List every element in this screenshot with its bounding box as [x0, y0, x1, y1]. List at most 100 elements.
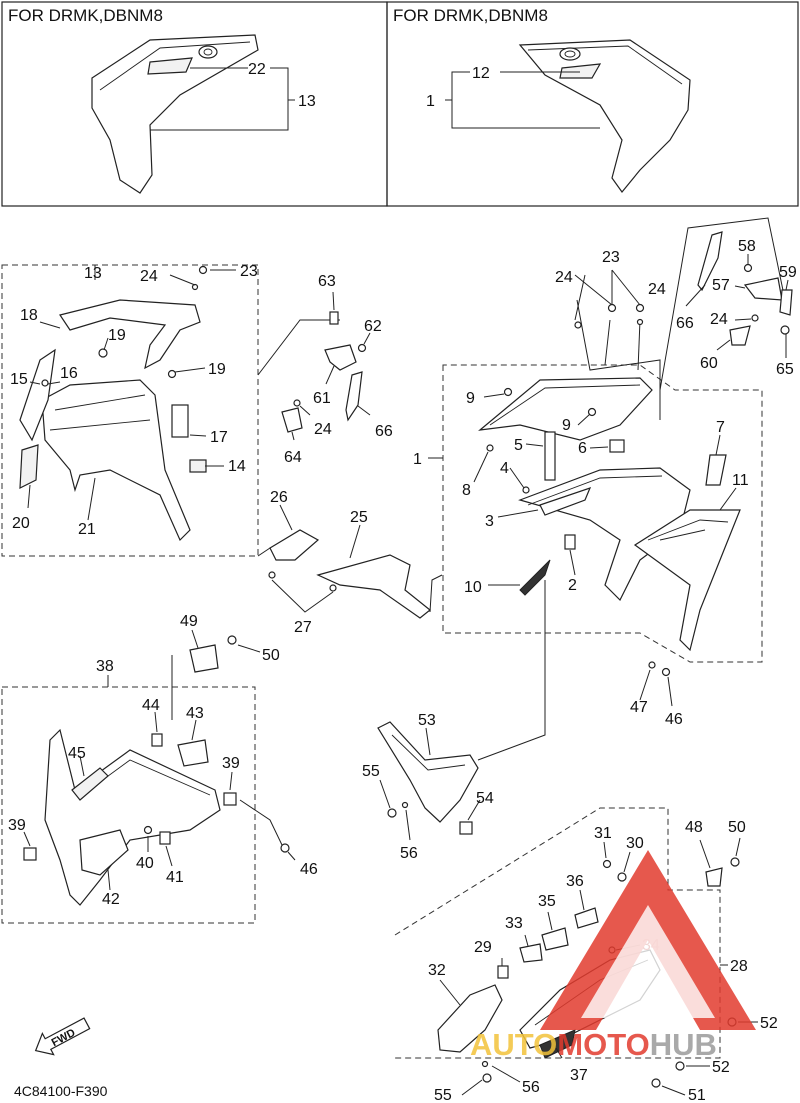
bracket-48 [705, 867, 723, 887]
part-4 [522, 486, 530, 494]
bolt-46b [280, 843, 290, 853]
callout-6: 6 [578, 440, 587, 457]
screw-23a [198, 265, 208, 275]
bolt-50b [730, 857, 740, 867]
callout-24d: 24 [648, 281, 666, 298]
callout-14: 14 [228, 458, 246, 475]
callout-8: 8 [462, 482, 471, 499]
callout-38: 38 [96, 658, 114, 675]
washer-40 [143, 825, 153, 835]
clip-29 [497, 965, 509, 979]
bolt-62 [357, 343, 367, 353]
washer-56b [481, 1060, 489, 1068]
callout-31: 31 [594, 825, 612, 842]
part-2 [564, 534, 576, 550]
decal-37 [539, 1029, 576, 1059]
bolt-30 [617, 872, 627, 882]
center-panel-group: 53 55 54 56 [362, 580, 546, 862]
callout-46a: 46 [665, 711, 683, 728]
washer-24a [191, 283, 199, 291]
callout-25: 25 [350, 509, 368, 526]
callout-54: 54 [476, 790, 494, 807]
under-panel-53 [377, 721, 479, 823]
callout-7: 7 [716, 419, 725, 436]
bracket-26 [269, 529, 320, 561]
callout-20: 20 [12, 515, 30, 532]
callout-39b: 39 [8, 817, 26, 834]
callout-61: 61 [313, 390, 331, 407]
decal-20 [19, 444, 39, 489]
part-17 [171, 404, 189, 438]
top-right-bracket-group: 58 59 57 66 24 60 65 [659, 217, 797, 391]
callout-50b: 50 [728, 819, 746, 836]
fastener-27a [268, 571, 276, 579]
callout-24a: 24 [140, 268, 158, 285]
bolt-8 [486, 444, 494, 452]
callout-24b: 24 [314, 421, 332, 438]
nut-16 [41, 379, 49, 387]
part-43 [177, 739, 209, 767]
inner-strip [19, 348, 56, 442]
callout-13: 13 [84, 265, 102, 282]
callout-2: 2 [568, 577, 577, 594]
bolt-55a [387, 808, 397, 818]
washer-56a [401, 801, 409, 809]
side-cowl-variant-left [91, 34, 259, 194]
part-3 [539, 487, 592, 516]
screw-23c [635, 303, 645, 313]
part-35 [541, 927, 569, 951]
callout-39a: 39 [222, 755, 240, 772]
callout-32: 32 [428, 962, 446, 979]
callout-45: 45 [68, 745, 86, 762]
callout-22: 22 [248, 61, 266, 78]
lower-left-cowl-group: 38 49 50 44 43 45 39 39 [1, 613, 318, 924]
bolt-9b [587, 407, 597, 417]
fastener-27b [329, 584, 337, 592]
callout-58: 58 [738, 238, 756, 255]
callout-47: 47 [630, 699, 648, 716]
bolt-46a [661, 667, 671, 677]
callout-28: 28 [730, 958, 748, 975]
side-cowl-variant-right [518, 39, 691, 193]
callout-3: 3 [485, 513, 494, 530]
stay-66b [697, 231, 723, 292]
watermark-text: AUTOMOTOHUB [470, 1027, 717, 1062]
top-right-box-title: FOR DRMK,DBNM8 [393, 6, 548, 25]
callout-37: 37 [570, 1067, 588, 1084]
callout-52a: 52 [760, 1015, 778, 1032]
callout-40: 40 [136, 855, 154, 872]
watermark-part-auto: AUTO [470, 1027, 557, 1062]
washer-31 [602, 859, 612, 869]
callout-17: 17 [210, 429, 228, 446]
callout-15: 15 [10, 371, 28, 388]
callout-66b: 66 [676, 315, 694, 332]
watermark-logo: AUTOMOTOHUB [470, 850, 756, 1062]
callout-11: 11 [732, 472, 749, 489]
callout-65: 65 [776, 361, 794, 378]
callout-49: 49 [180, 613, 198, 630]
part-6 [609, 439, 625, 453]
bolt-19a [98, 348, 108, 358]
callout-21: 21 [78, 521, 96, 538]
bolt-9a [503, 387, 513, 397]
bolt-55b [482, 1073, 492, 1083]
bolt-52b [675, 1061, 685, 1071]
callout-43: 43 [186, 705, 204, 722]
middle-bracket-group: 63 62 61 24 64 66 26 25 27 [257, 273, 443, 636]
callout-57: 57 [712, 277, 730, 294]
washer-24d [636, 318, 644, 326]
part-14 [189, 459, 207, 473]
part-33 [519, 943, 543, 963]
callout-5: 5 [514, 437, 523, 454]
callout-46b: 46 [300, 861, 318, 878]
callout-52b: 52 [712, 1059, 730, 1076]
callout-26: 26 [270, 489, 288, 506]
washer-24b [293, 399, 301, 407]
callout-24c: 24 [555, 269, 573, 286]
callout-59: 59 [779, 264, 797, 281]
top-left-box-title: FOR DRMK,DBNM8 [8, 6, 163, 25]
fwd-label: FWD [50, 1027, 78, 1049]
part-7 [705, 454, 727, 486]
callout-1: 1 [413, 451, 422, 468]
